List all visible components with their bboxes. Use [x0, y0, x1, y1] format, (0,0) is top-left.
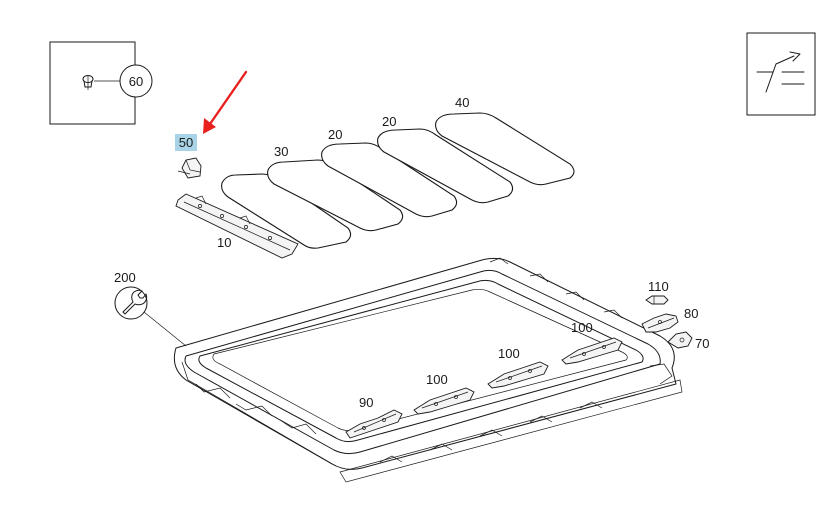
- part-100-first[interactable]: [413, 387, 475, 415]
- callout-40: 40: [455, 95, 469, 110]
- part-100-second[interactable]: [487, 361, 549, 389]
- callout-50: 50: [179, 135, 193, 150]
- inset-box[interactable]: 60: [49, 41, 153, 125]
- pointer-arrow: [203, 70, 248, 134]
- callout-100-third: 100: [571, 320, 593, 335]
- callout-100-first: 100: [426, 372, 448, 387]
- callout-circle-60: [119, 64, 153, 98]
- callout-30: 30: [274, 144, 288, 159]
- part-90[interactable]: [345, 409, 403, 439]
- wrench-icon[interactable]: [114, 286, 148, 320]
- callout-90: 90: [359, 395, 373, 410]
- callout-100-second: 100: [498, 346, 520, 361]
- callout-110: 110: [648, 279, 669, 294]
- panel-20-first[interactable]: [321, 142, 458, 218]
- clip-icon: [82, 75, 94, 90]
- panel-unlabeled[interactable]: [221, 173, 352, 249]
- part-70[interactable]: [667, 331, 693, 349]
- callout-10: 10: [217, 235, 231, 250]
- part-10-rail[interactable]: [175, 193, 299, 259]
- callout-50-highlight[interactable]: 50: [175, 134, 197, 151]
- callout-70: 70: [695, 336, 709, 351]
- callout-20-second: 20: [382, 114, 396, 129]
- callout-80: 80: [684, 306, 698, 321]
- callout-20-first: 20: [328, 127, 342, 142]
- panel-40[interactable]: [435, 112, 575, 186]
- variant-symbol-icon: [746, 32, 816, 116]
- callout-200: 200: [114, 270, 136, 285]
- panel-20-second[interactable]: [377, 128, 514, 204]
- callout-60: 60: [129, 74, 143, 89]
- leader-200: [143, 311, 187, 347]
- part-50-clip[interactable]: [177, 157, 202, 179]
- sunroof-frame[interactable]: [173, 257, 683, 483]
- part-100-third[interactable]: [561, 337, 623, 365]
- part-110[interactable]: [645, 295, 669, 305]
- panel-30[interactable]: [267, 159, 404, 232]
- part-80[interactable]: [641, 313, 679, 333]
